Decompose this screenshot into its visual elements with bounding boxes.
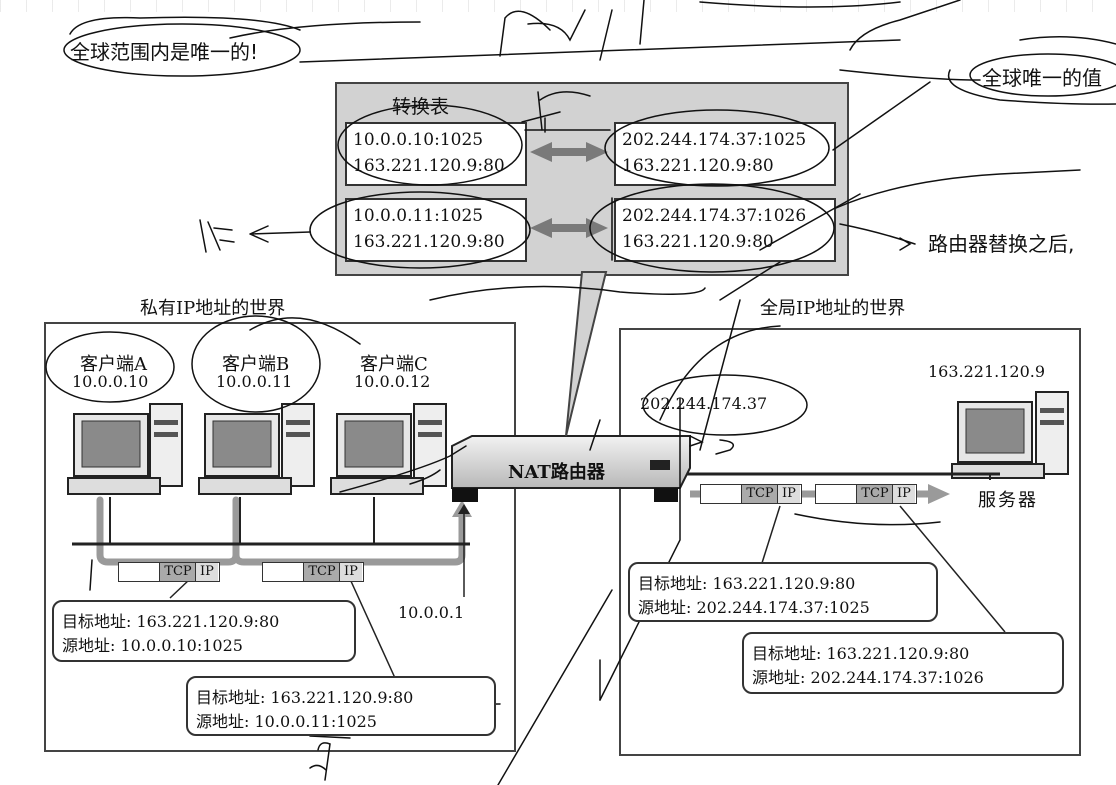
addr-g1-dst-value: 163.221.120.9:80	[712, 574, 856, 593]
addr-g1-src-value: 202.244.174.37:1025	[696, 598, 870, 617]
client-c-computer-icon	[330, 403, 447, 495]
client-b-name: 客户端B	[222, 354, 290, 375]
addr-b-src-label: 源地址:	[196, 712, 250, 731]
addr-a-src-label: 源地址:	[62, 636, 116, 655]
client-b-ip: 10.0.0.11	[216, 372, 293, 391]
addr-g2-dst-label: 目标地址:	[752, 644, 822, 663]
packet-global-2: TCP IP	[815, 484, 917, 504]
addr-a-src-value: 10.0.0.10:1025	[120, 636, 243, 655]
background-grid	[0, 0, 1116, 12]
nat-row2-private-addr: 10.0.0.11:1025	[353, 206, 484, 226]
addr-g1-src-row: 源地址: 202.244.174.37:1025	[638, 594, 870, 618]
server-computer-icon	[951, 391, 1069, 479]
packet-global-1: TCP IP	[700, 484, 802, 504]
packet-g1-tcp-segment: TCP	[741, 485, 778, 503]
addr-g1-dst-row: 目标地址: 163.221.120.9:80	[638, 570, 855, 594]
addr-a-dst-label: 目标地址:	[62, 612, 132, 631]
addr-g1-src-label: 源地址:	[638, 598, 692, 617]
addr-g2-dst-row: 目标地址: 163.221.120.9:80	[752, 640, 969, 664]
table-callout-tail	[565, 271, 608, 437]
addr-g2-src-row: 源地址: 202.244.174.37:1026	[752, 664, 984, 688]
nat-row2-global-cell: 202.244.174.37:1026 163.221.120.9:80	[614, 198, 836, 262]
packet-b-ip-segment: IP	[339, 563, 362, 581]
translation-arrow-2-icon	[530, 218, 608, 238]
client-b-computer-icon	[198, 403, 315, 495]
address-box-global-1: 目标地址: 163.221.120.9:80 源地址: 202.244.174.…	[628, 562, 938, 622]
nat-row1-global-cell: 202.244.174.37:1025 163.221.120.9:80	[614, 122, 836, 186]
addr-a-src-row: 源地址: 10.0.0.10:1025	[62, 632, 243, 656]
packet-a-tcp-segment: TCP	[159, 563, 196, 581]
addr-b-dst-label: 目标地址:	[196, 688, 266, 707]
router-public-ip: 202.244.174.37	[640, 394, 768, 413]
client-a-computer-icon	[67, 403, 183, 495]
addr-b-src-value: 10.0.0.11:1025	[254, 712, 377, 731]
global-flow-arrowhead	[928, 484, 950, 504]
address-box-client-a: 目标地址: 163.221.120.9:80 源地址: 10.0.0.10:10…	[52, 600, 356, 662]
nat-row1-private-addr: 10.0.0.10:1025	[353, 130, 484, 150]
nat-router-box	[451, 435, 691, 502]
client-c-ip: 10.0.0.12	[354, 372, 431, 391]
nat-row2-private-dst: 163.221.120.9:80	[353, 232, 505, 252]
note-after-router-replace: 路由器替换之后,	[928, 232, 1075, 256]
private-flow-paths	[96, 496, 466, 566]
nat-row1-global-addr: 202.244.174.37:1025	[622, 130, 807, 150]
nat-row1-private-dst: 163.221.120.9:80	[353, 156, 505, 176]
addr-g2-dst-value: 163.221.120.9:80	[826, 644, 970, 663]
client-a-name: 客户端A	[80, 354, 147, 375]
nat-table-title: 转换表	[392, 96, 450, 118]
addr-a-dst-value: 163.221.120.9:80	[136, 612, 280, 631]
addr-g2-src-label: 源地址:	[752, 668, 806, 687]
addr-a-dst-row: 目标地址: 163.221.120.9:80	[62, 608, 279, 632]
addr-b-dst-row: 目标地址: 163.221.120.9:80	[196, 684, 413, 708]
nat-row1-private-cell: 10.0.0.10:1025 163.221.120.9:80	[345, 122, 527, 186]
nat-row2-global-addr: 202.244.174.37:1026	[622, 206, 807, 226]
client-c-name: 客户端C	[360, 354, 428, 375]
packet-g1-ip-segment: IP	[777, 485, 800, 503]
global-world-title: 全局IP地址的世界	[760, 298, 906, 319]
packet-g2-tcp-segment: TCP	[856, 485, 893, 503]
addr-g1-dst-label: 目标地址:	[638, 574, 708, 593]
server-label: 服务器	[978, 490, 1038, 511]
note-globally-unique-value: 全球唯一的值	[982, 66, 1102, 90]
packet-a-ip-segment: IP	[195, 563, 218, 581]
nat-row2-private-cell: 10.0.0.11:1025 163.221.120.9:80	[345, 198, 527, 262]
packet-client-a: TCP IP	[118, 562, 220, 582]
nat-row2-global-dst: 163.221.120.9:80	[622, 232, 774, 252]
nat-router-label: NAT路由器	[508, 462, 605, 483]
addr-b-dst-value: 163.221.120.9:80	[270, 688, 414, 707]
packet-client-b: TCP IP	[262, 562, 364, 582]
packet-b-tcp-segment: TCP	[303, 563, 340, 581]
address-box-global-2: 目标地址: 163.221.120.9:80 源地址: 202.244.174.…	[742, 632, 1064, 694]
translation-arrow-1-icon	[530, 142, 608, 162]
server-ip: 163.221.120.9	[928, 362, 1046, 381]
client-a-ip: 10.0.0.10	[72, 372, 149, 391]
addr-b-src-row: 源地址: 10.0.0.11:1025	[196, 708, 377, 732]
note-globally-unique: 全球范围内是唯一的!	[70, 40, 259, 64]
gateway-ip: 10.0.0.1	[398, 603, 465, 622]
packet-g2-ip-segment: IP	[892, 485, 915, 503]
nat-row1-global-dst: 163.221.120.9:80	[622, 156, 774, 176]
address-box-client-b: 目标地址: 163.221.120.9:80 源地址: 10.0.0.11:10…	[186, 676, 496, 736]
addr-g2-src-value: 202.244.174.37:1026	[810, 668, 984, 687]
private-world-title: 私有IP地址的世界	[140, 298, 286, 319]
